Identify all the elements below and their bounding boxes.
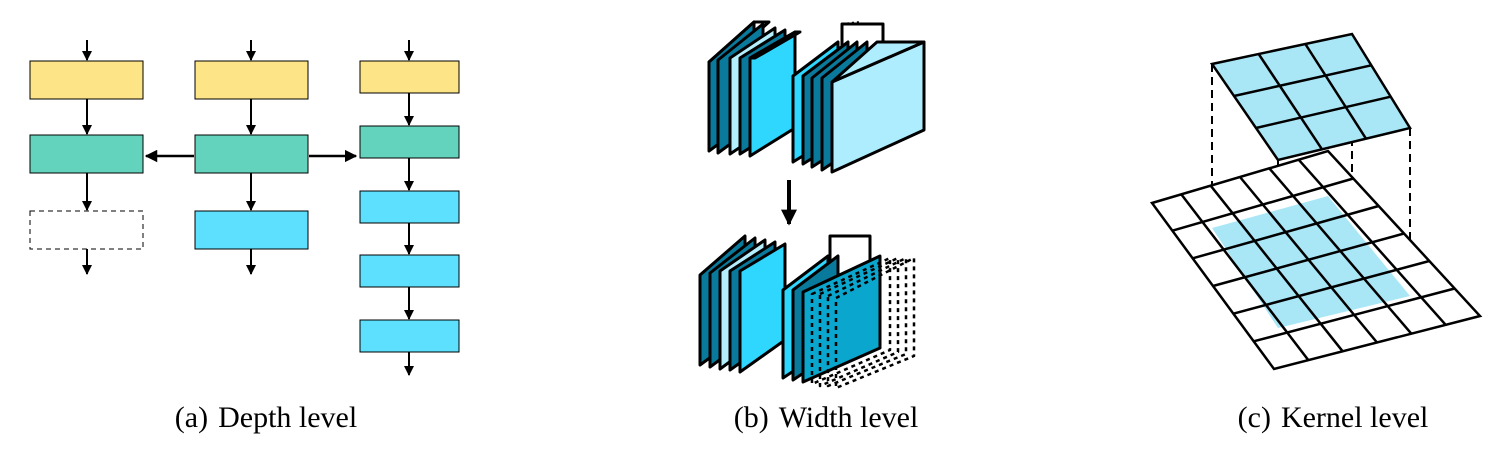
channel-stack-expanded: [698, 234, 916, 390]
depth-column-left: [29, 40, 144, 275]
block-cyan: [359, 190, 460, 224]
channel-sheet-new: [834, 256, 916, 390]
channel-sheet-new: [826, 256, 908, 388]
grid-line: [1255, 95, 1391, 130]
block-cyan: [359, 319, 460, 353]
width-level-diagram: [698, 20, 926, 390]
block-yellow: [29, 60, 144, 100]
grid-line: [1257, 53, 1324, 151]
channel-sheet: [801, 254, 882, 384]
caption-width-level: (b) Width level: [734, 398, 919, 438]
block-removed-dashed: [29, 210, 144, 250]
depth-column-middle: [194, 40, 309, 275]
caption-tag: (c): [1237, 401, 1271, 434]
grid-line: [1253, 287, 1455, 343]
block-green: [29, 134, 144, 174]
block-yellow: [359, 60, 460, 94]
channel-sheet-new: [810, 256, 892, 386]
depth-column-right: [359, 40, 460, 376]
caption-tag: (b): [733, 401, 769, 434]
channel-stack-original: [707, 20, 926, 174]
caption-tag: (a): [174, 401, 209, 434]
block-cyan: [194, 210, 309, 250]
channel-sheet-new: [818, 256, 900, 388]
block-green: [359, 125, 460, 159]
feature-map-grid: [1149, 149, 1483, 371]
kernel-level-diagram: [1149, 32, 1483, 371]
block-yellow: [194, 60, 309, 100]
caption-title: Width level: [778, 401, 919, 434]
caption-title: Kernel level: [1280, 401, 1429, 434]
block-cyan: [359, 254, 460, 288]
caption-title: Depth level: [218, 401, 358, 434]
depth-level-diagram: [29, 40, 460, 376]
grid-line: [1233, 64, 1372, 98]
block-green: [194, 134, 309, 174]
grid-line: [1304, 43, 1368, 140]
caption-kernel-level: (c) Kernel level: [1238, 398, 1429, 438]
caption-depth-level: (a) Depth level: [175, 398, 357, 438]
